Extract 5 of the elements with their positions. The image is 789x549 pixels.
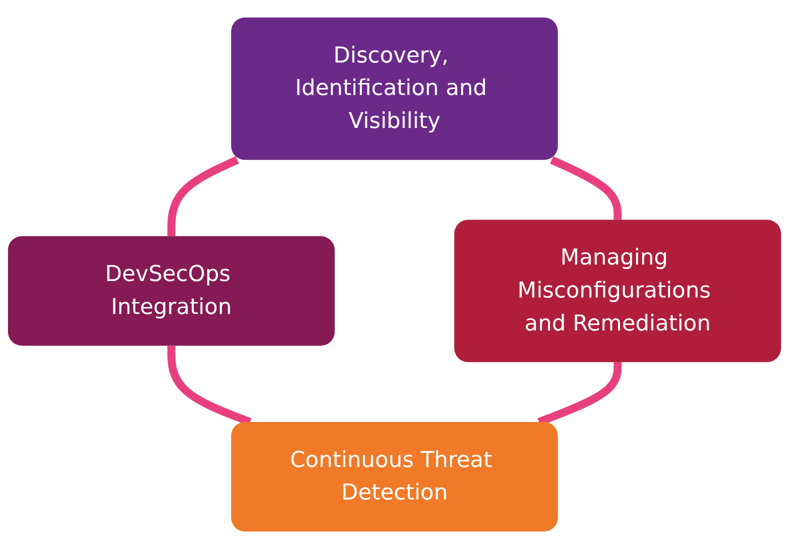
node-box: Discovery, Identification and Visibility bbox=[231, 17, 558, 160]
node-box: Continuous Threat Detection bbox=[231, 422, 558, 532]
node-box: Managing Misconfigurations and Remediation bbox=[454, 220, 782, 362]
connector bbox=[167, 156, 239, 236]
node-box: DevSecOps Integration bbox=[8, 236, 335, 346]
